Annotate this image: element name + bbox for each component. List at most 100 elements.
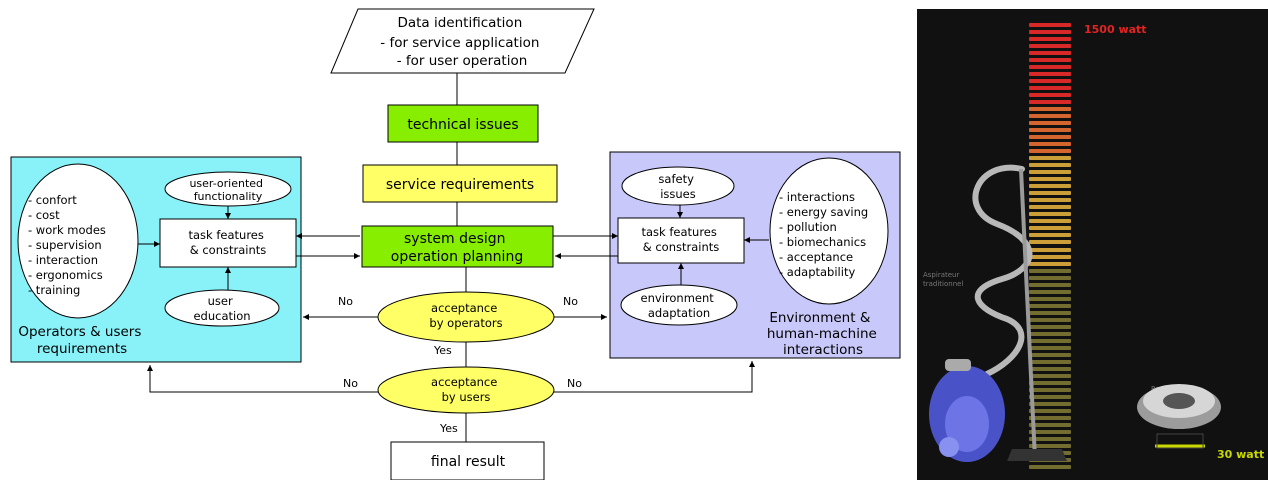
user-education-line-2: education <box>193 309 250 323</box>
meter-bar <box>1029 352 1071 357</box>
meter-bar <box>1029 387 1071 392</box>
left-caption-line-1: Operators & users <box>18 324 141 340</box>
meter-bar <box>1029 436 1071 441</box>
acceptance-operators-line-2: by operators <box>429 316 502 330</box>
meter-bar <box>1029 170 1071 175</box>
meter-bar <box>1029 128 1071 133</box>
label-30-watt: 30 watt <box>1217 448 1265 461</box>
meter-bar <box>1029 268 1071 273</box>
svg-text:Data identification - for: Data identification - for service applic… <box>380 15 543 69</box>
meter-bar <box>1029 366 1071 371</box>
meter-bar <box>1029 184 1071 189</box>
technical-issues-label: technical issues <box>407 117 518 133</box>
meter-bar <box>1029 72 1071 77</box>
safety-issues-ellipse <box>621 166 735 206</box>
right-list-item: - adaptability <box>779 265 855 279</box>
meter-bar <box>1029 289 1071 294</box>
vacuum-illustrations <box>929 164 1221 462</box>
left-list-item: - supervision <box>28 238 102 252</box>
meter-bar <box>1029 338 1071 343</box>
meter-bar <box>1029 331 1071 336</box>
meter-bar <box>1029 149 1071 154</box>
meter-bar <box>1029 135 1071 140</box>
svg-text:system design operation pl: system design operation planning <box>391 231 523 265</box>
meter-bar <box>1029 114 1071 119</box>
data-id-line-2: - for service application <box>380 35 539 51</box>
meter-bar <box>1029 23 1071 27</box>
meter-bar <box>1029 317 1071 322</box>
caption-traditional-line-1: Aspirateur <box>923 271 960 279</box>
robot-vacuum-icon <box>1137 384 1221 449</box>
meter-bar <box>1029 429 1071 434</box>
svg-text:- confort - cost - wor: - confort - cost - work modes - supervis… <box>28 193 110 297</box>
meter-bar <box>1029 212 1071 217</box>
meter-bar <box>1029 261 1071 266</box>
right-list-ellipse <box>769 157 889 305</box>
svg-text:environment adaptation: environment adaptation <box>641 291 718 320</box>
meter-bar <box>1029 44 1071 49</box>
svg-text:safety issues: safety issues <box>658 172 697 201</box>
svg-text:user education: user education <box>193 294 250 323</box>
meter-bar <box>1029 226 1071 231</box>
meter-bar <box>1029 380 1071 385</box>
acceptance-operators-decision <box>377 291 555 343</box>
svg-text:task features & constraint: task features & constraints <box>188 228 267 257</box>
meter-bar <box>1029 51 1071 56</box>
meter-bar <box>1029 422 1071 427</box>
meter-bar <box>1029 310 1071 315</box>
meter-bar <box>1029 177 1071 182</box>
yes-label-operators: Yes <box>433 344 452 357</box>
meter-bar <box>1029 296 1071 301</box>
left-task-box <box>159 218 297 268</box>
acceptance-users-line-2: by users <box>442 390 491 404</box>
system-design-box <box>361 225 554 268</box>
left-list-ellipse <box>17 163 139 319</box>
left-list-item: - training <box>28 283 80 297</box>
environment-line-2: adaptation <box>648 306 710 320</box>
meter-bar <box>1029 58 1071 63</box>
meter-bar <box>1029 205 1071 210</box>
user-education-ellipse <box>164 289 280 327</box>
yes-label-users: Yes <box>439 422 458 435</box>
meter-bar <box>1029 93 1071 98</box>
svg-text:Environment & human-machin: Environment & human-machine interactions <box>767 310 881 358</box>
meter-bar <box>1029 30 1071 35</box>
meter-bar <box>1029 275 1071 280</box>
left-list-item: - cost <box>28 208 60 222</box>
right-caption-line-3: interactions <box>783 342 863 358</box>
svg-text:acceptance by users: acceptance by users <box>431 375 501 404</box>
meter-bar <box>1029 303 1071 308</box>
right-task-box <box>617 217 745 264</box>
data-identification-box <box>330 8 595 74</box>
safety-issues-line-2: issues <box>660 187 696 201</box>
technical-issues-box <box>387 104 539 143</box>
meter-bar <box>1029 107 1071 112</box>
service-requirements-label: service requirements <box>386 177 534 193</box>
left-list-item: - confort <box>28 193 77 207</box>
meter-bar <box>1029 373 1071 378</box>
meter-bar <box>1029 394 1071 399</box>
user-oriented-line-1: user-oriented <box>189 177 263 190</box>
right-list-item: - acceptance <box>779 250 853 264</box>
data-id-line-3: - for user operation <box>397 53 528 69</box>
meter-bar <box>1029 247 1071 252</box>
meter-bar <box>1029 254 1071 259</box>
user-oriented-ellipse <box>164 171 292 207</box>
meter-bar <box>1029 415 1071 420</box>
data-id-line-1: Data identification <box>397 15 522 31</box>
svg-text:user-oriented functionalit: user-oriented functionality <box>189 177 266 203</box>
meter-bar <box>1029 345 1071 350</box>
meter-bar <box>1029 86 1071 91</box>
meter-bar <box>1029 359 1071 364</box>
right-task-line-2: & constraints <box>643 240 720 254</box>
meter-bar <box>1029 37 1071 42</box>
svg-text:Operators & users requirem: Operators & users requirements <box>18 324 145 357</box>
meter-bar <box>1029 163 1071 168</box>
left-task-line-2: & constraints <box>190 243 267 257</box>
system-design-line-2: operation planning <box>391 249 523 265</box>
caption-traditional-line-2: traditionnel <box>923 280 964 288</box>
meter-bar <box>1029 219 1071 224</box>
no-label-users-right: No <box>567 377 582 390</box>
environment-line-1: environment <box>641 291 715 305</box>
svg-text:task features & constraint: task features & constraints <box>641 225 720 254</box>
